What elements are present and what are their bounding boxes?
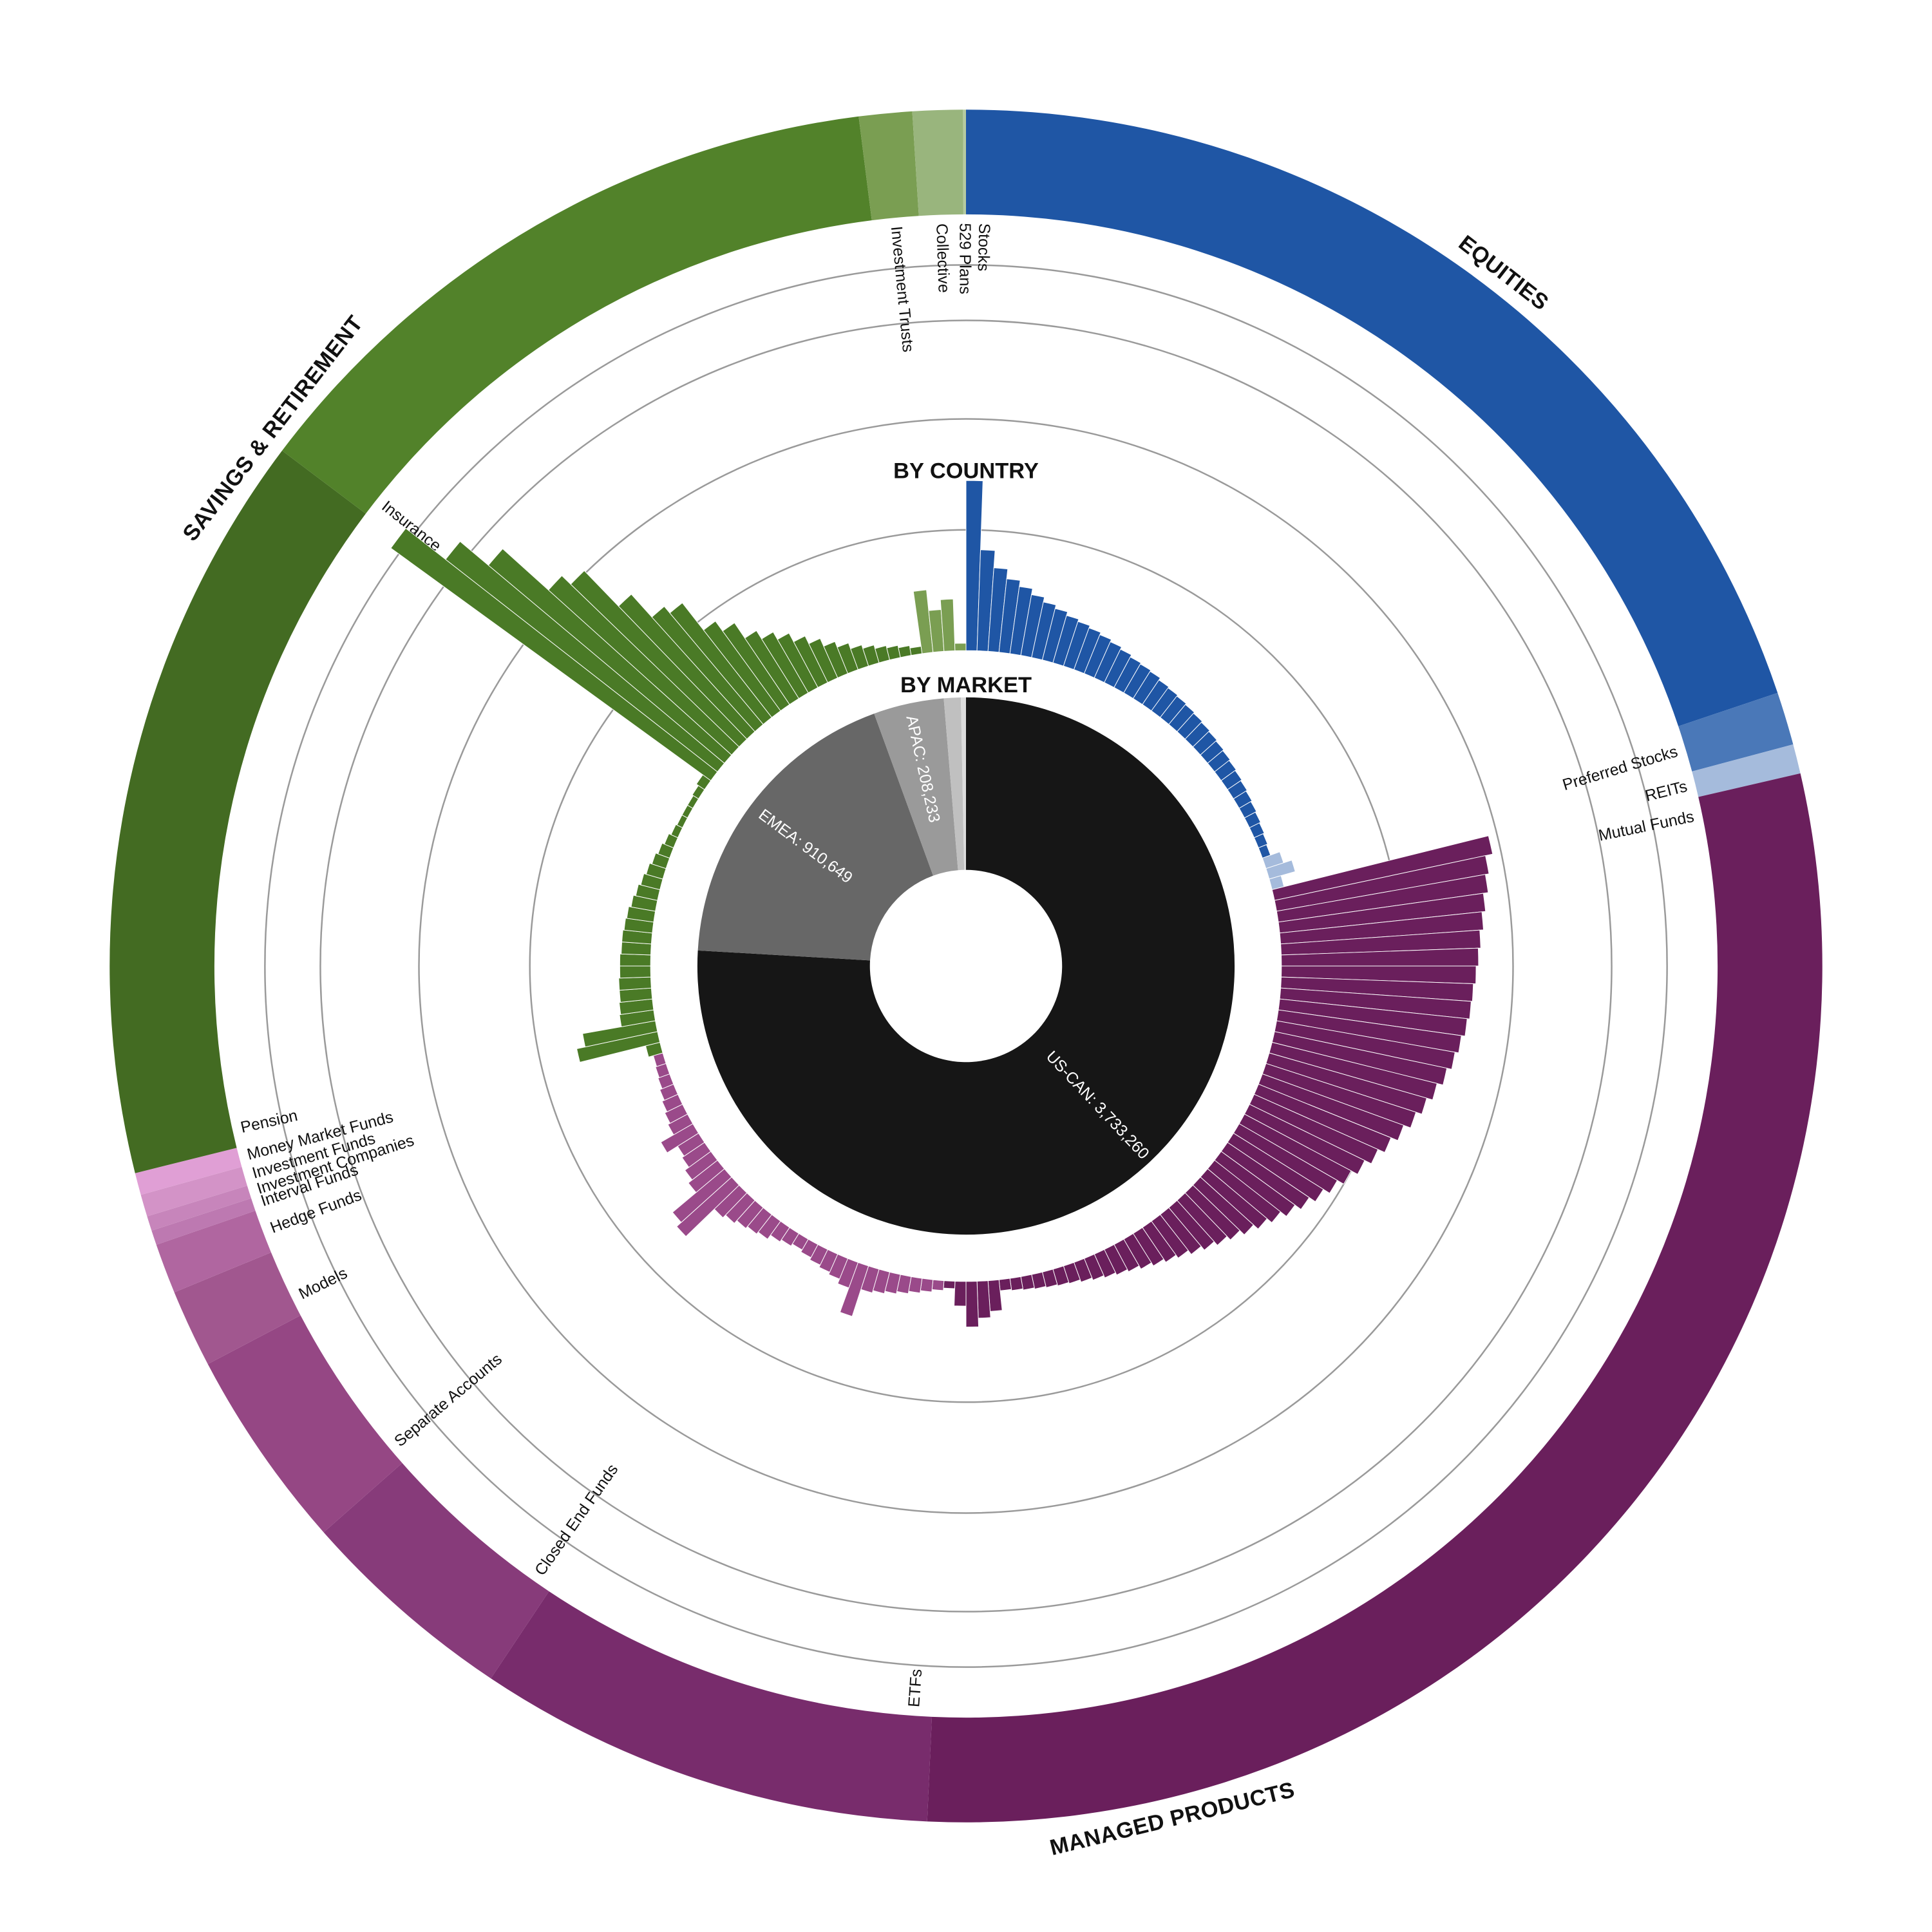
ring-segment [491,1591,933,1822]
ring-segment [912,109,963,216]
market-slice [961,697,966,870]
country-bar [909,646,923,656]
country-bar [965,1280,980,1328]
ring-segment [966,109,1778,726]
market-slice [874,698,958,876]
ring-segment [109,450,366,1173]
country-bar [976,1280,991,1319]
ring-segment [1678,692,1794,772]
by-country-title: BY COUNTRY [893,459,1039,483]
segment-label: 529 Plans [956,223,974,294]
ring-segment [858,111,919,221]
segment-label: Closed End Funds [531,1461,622,1578]
country-bar [920,1278,934,1293]
ring-segment [135,1148,242,1195]
ring-segment [147,1186,252,1231]
ring-segment [151,1198,256,1245]
segment-label: Models [296,1264,350,1303]
country-bar [998,1278,1012,1291]
country-bar [898,645,912,658]
country-bar [954,643,967,651]
country-bar [931,1279,945,1291]
country-bar [619,953,651,967]
ring-segment [1692,744,1801,797]
gridline-circle [319,319,1613,1613]
country-bar [618,976,652,991]
market-slice [697,714,933,961]
market-slice [697,697,1235,1235]
market-slice [943,697,965,871]
segment-label: Investment Trusts [887,225,917,353]
ring-segment [323,1463,549,1679]
ring-segment [963,109,966,214]
segment-label: Collective [933,223,953,293]
segment-label: Stocks [974,223,994,271]
by-market-title: BY MARKET [900,673,1032,697]
country-bar [1009,1276,1023,1291]
ring-segment [282,116,872,514]
ring-segment [174,1252,301,1365]
country-bars [390,480,1493,1328]
ring-segment [927,773,1823,1823]
country-bar [619,965,651,979]
country-bar [943,1280,956,1289]
country-bar [954,1280,967,1307]
gridline-circle [418,418,1514,1514]
segment-label: Mutual Funds [1597,808,1696,845]
segment-label: REITs [1643,777,1689,805]
segment-label: ETFs [905,1669,925,1708]
outer-category-ring [109,109,1823,1823]
gridline-circle [264,264,1668,1668]
segment-label: Pension [239,1106,299,1137]
ring-segment [156,1210,271,1293]
ring-segment [140,1166,247,1217]
ring-segment [207,1315,402,1533]
